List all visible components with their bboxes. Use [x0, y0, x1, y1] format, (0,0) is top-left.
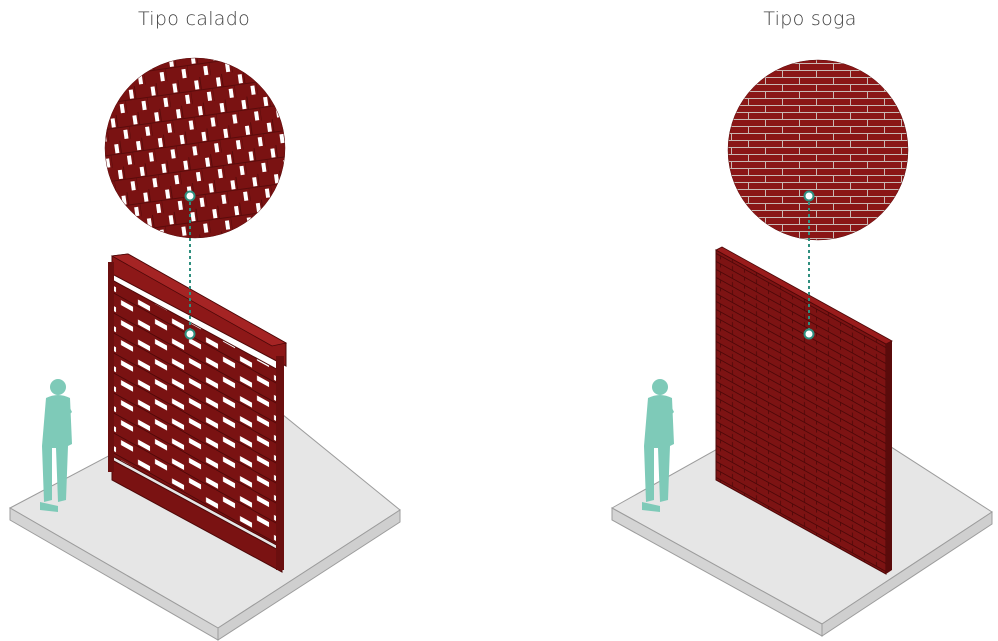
callout-circle-calado: [100, 55, 290, 245]
callout-circle-soga: [722, 55, 912, 245]
